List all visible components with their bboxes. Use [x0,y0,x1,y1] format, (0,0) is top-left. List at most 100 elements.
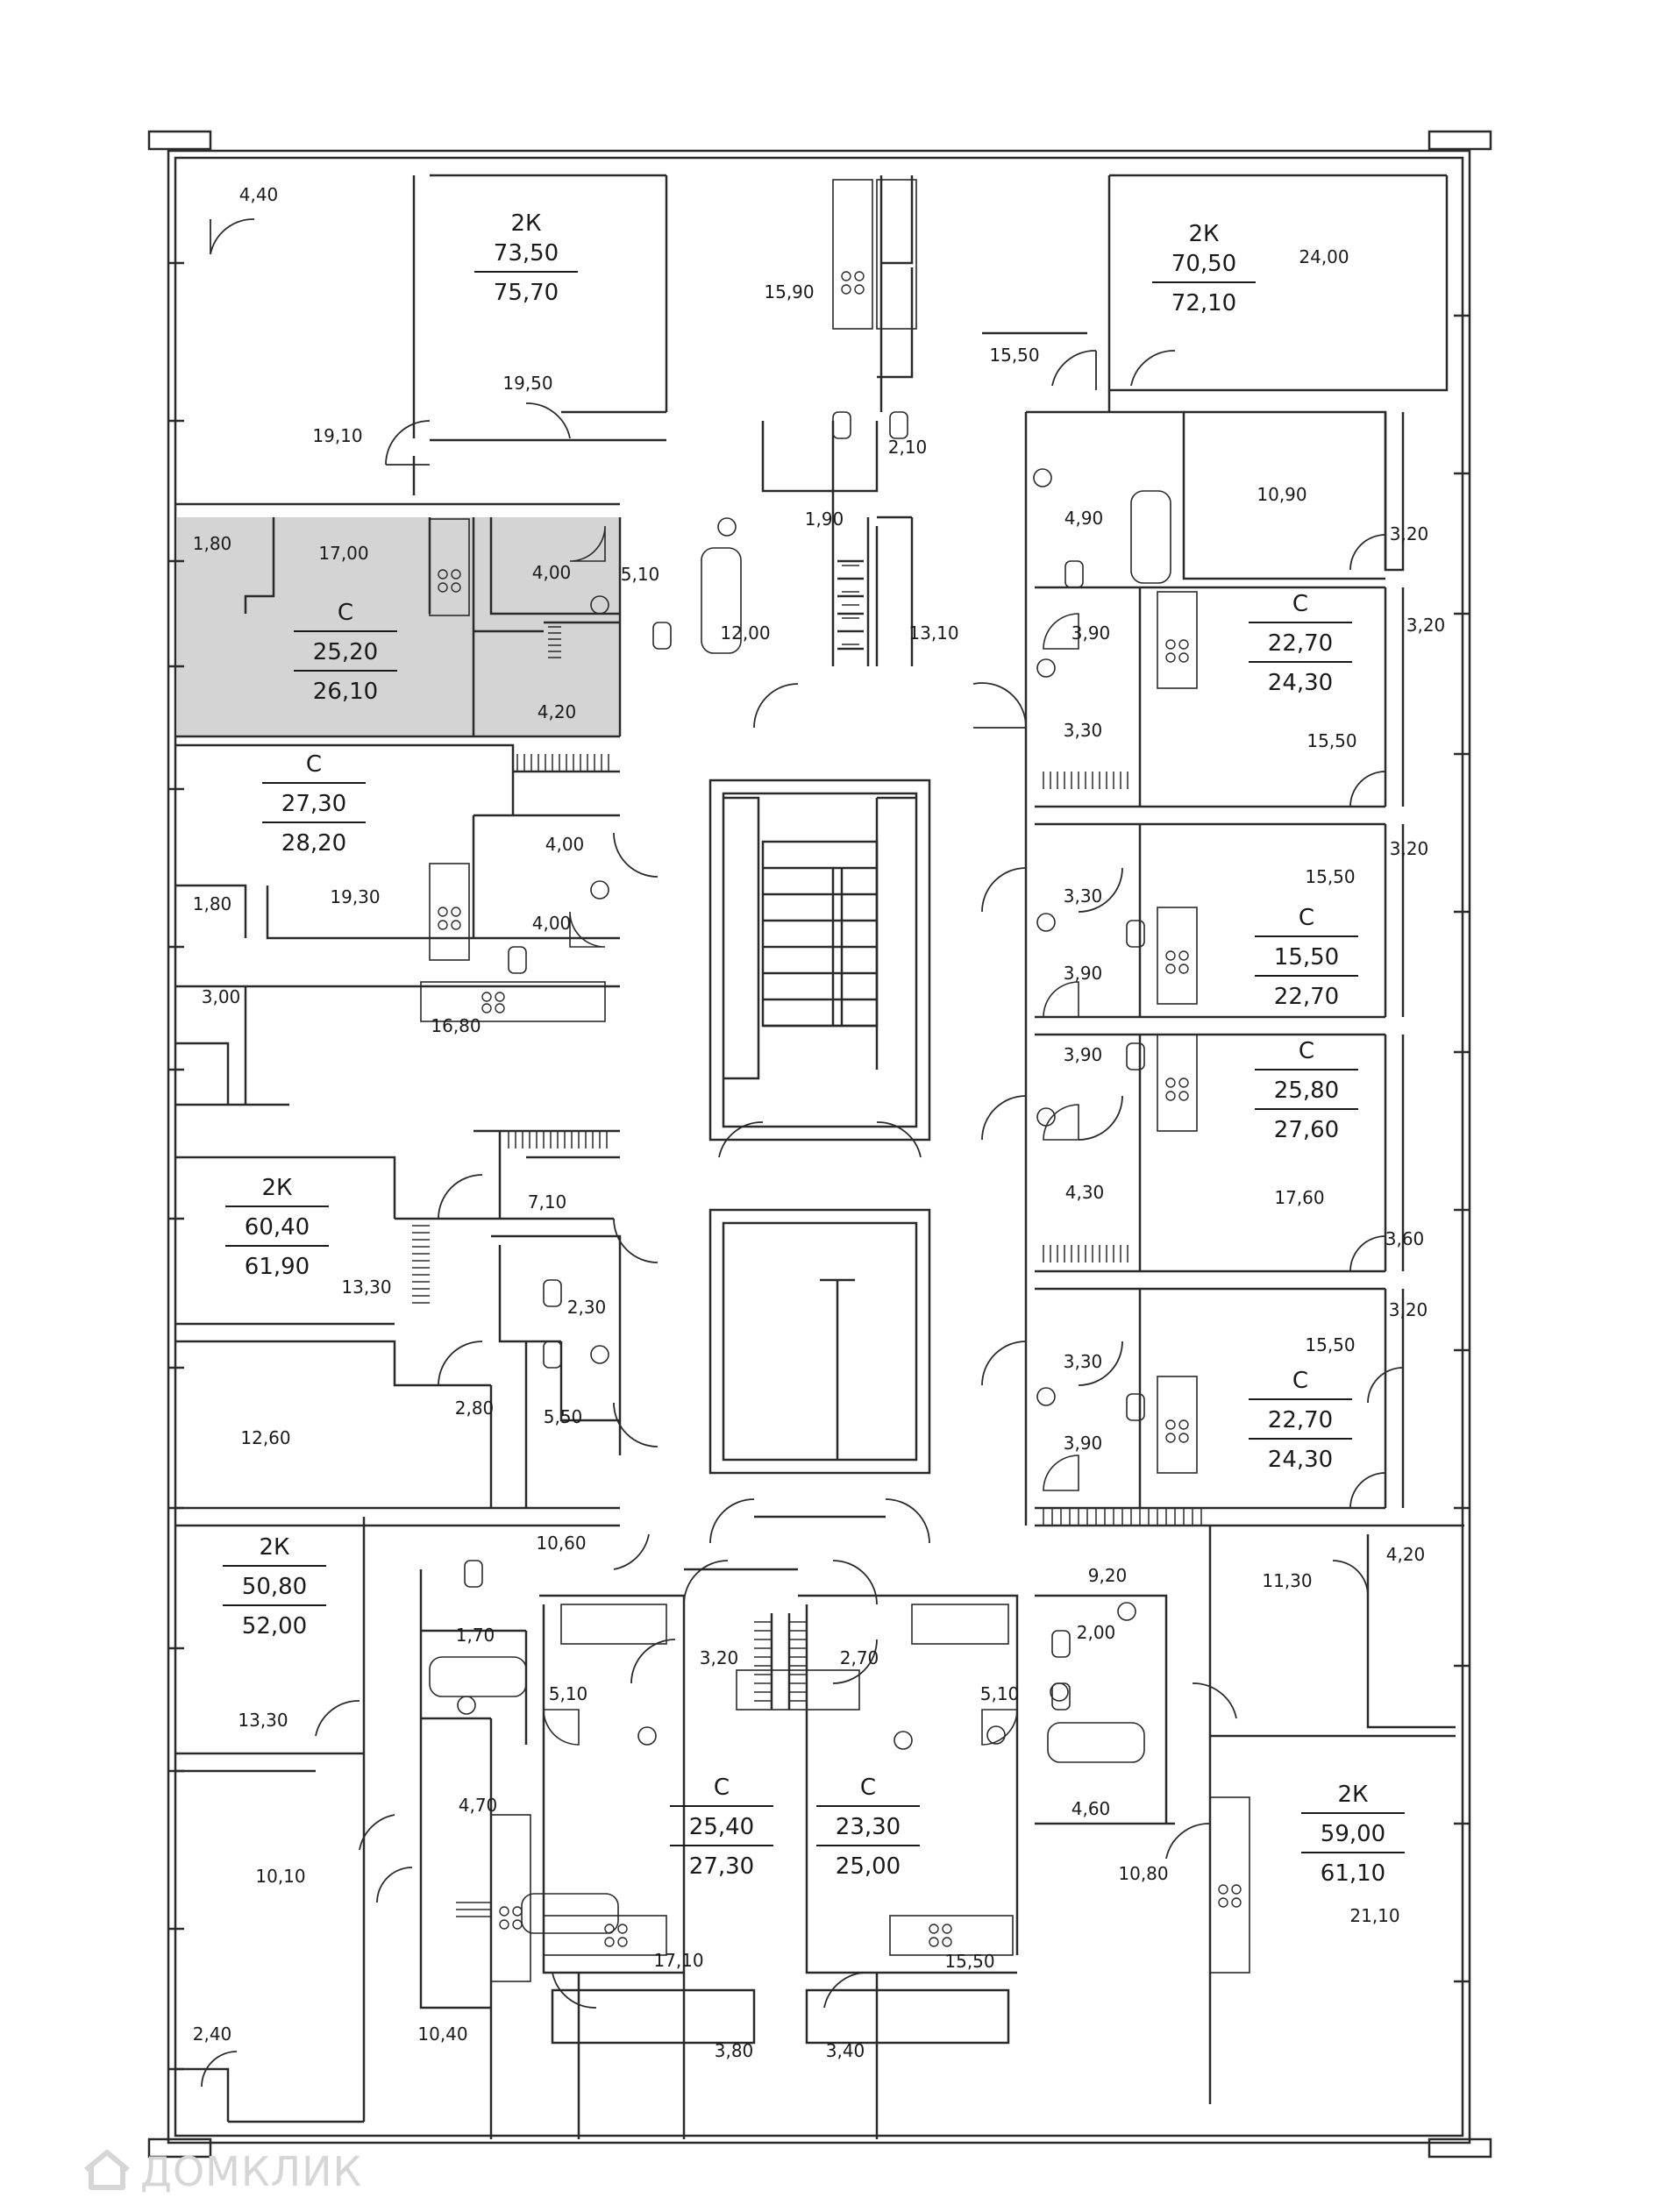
apartment-type: 2К [1188,221,1220,247]
apartment-label[interactable]: С 23,30 25,00 [816,1773,920,1881]
apartment-type: 2К [510,210,542,237]
apartment-total-area: 28,20 [281,830,347,857]
apartment-total-area: 25,00 [835,1853,901,1880]
room-area-label: 10,10 [255,1866,306,1887]
room-area-label: 3,30 [1063,1351,1103,1372]
apartment-total-area: 24,30 [1267,1447,1334,1473]
divider [294,670,397,672]
room-area-label: 5,50 [543,1406,583,1427]
room-area-label: 10,40 [417,2024,468,2045]
apartment-type: С [713,1775,730,1801]
apartment-label[interactable]: С 27,30 28,20 [262,750,366,858]
walls [147,130,1492,2159]
room-area-label: 15,50 [1305,866,1356,887]
apartment-label[interactable]: 2К 70,50 72,10 [1152,219,1256,318]
apartment-label[interactable]: С 25,40 27,30 [670,1773,773,1881]
watermark-text: ДОМКЛИК [140,2148,363,2195]
apartment-living-area: 15,50 [1273,944,1340,971]
apartment-total-area: 26,10 [312,679,379,705]
apartment-type: 2К [259,1534,290,1561]
divider [816,1845,920,1846]
room-area-label: 3,80 [714,2040,754,2061]
divider [1249,1398,1352,1400]
room-area-label: 13,30 [238,1710,288,1731]
apartment-label[interactable]: С 15,50 22,70 [1255,903,1358,1012]
apartment-total-area: 22,70 [1273,984,1340,1010]
apartment-total-area: 61,10 [1320,1860,1386,1887]
divider [1152,281,1256,283]
room-area-label: 4,40 [239,184,279,205]
room-area-label: 3,20 [1388,1299,1428,1320]
apartment-living-area: 23,30 [835,1814,901,1840]
room-area-label: 3,20 [699,1647,739,1668]
room-area-label: 3,90 [1063,963,1103,984]
divider [816,1805,920,1807]
room-area-label: 17,00 [318,543,369,564]
door-swings [201,218,1404,2088]
room-area-label: 4,00 [531,913,572,934]
room-area-label: 11,30 [1262,1570,1313,1591]
room-area-label: 4,20 [537,701,577,722]
room-area-label: 13,10 [908,622,959,644]
balcony-fill [177,519,274,598]
room-area-label: 17,60 [1274,1187,1325,1208]
room-area-label: 19,10 [312,425,363,446]
apartment-label[interactable]: 2К 59,00 61,10 [1301,1780,1405,1888]
apartment-type: С [859,1775,877,1801]
room-area-label: 3,20 [1406,615,1446,636]
apartment-living-area: 22,70 [1267,630,1334,657]
divider [1249,1438,1352,1440]
apartment-label[interactable]: 2К 50,80 52,00 [223,1533,326,1641]
room-area-label: 4,60 [1071,1798,1111,1819]
divider [225,1245,329,1247]
apartment-label[interactable]: 2К 73,50 75,70 [474,209,578,308]
apartment-living-area: 50,80 [241,1574,308,1600]
divider [670,1845,773,1846]
divider [1255,1069,1358,1070]
room-area-label: 2,30 [566,1297,607,1318]
room-area-label: 5,10 [620,564,660,585]
divider [1249,661,1352,663]
apartment-living-area: 59,00 [1320,1821,1386,1847]
apartment-type: С [305,751,323,778]
apartment-living-area: 60,40 [244,1214,310,1241]
room-area-label: 3,00 [201,986,241,1007]
room-area-label: 1,70 [455,1625,495,1646]
apartment-living-area: 25,80 [1273,1078,1340,1104]
room-area-label: 21,10 [1349,1905,1400,1926]
room-area-label: 7,10 [527,1191,567,1213]
divider [1301,1812,1405,1814]
room-area-label: 5,10 [979,1683,1020,1704]
room-area-label: 15,50 [1305,1334,1356,1355]
apartment-total-area: 27,30 [688,1853,755,1880]
divider [670,1805,773,1807]
apartment-total-area: 24,30 [1267,670,1334,696]
room-area-label: 4,30 [1064,1182,1105,1203]
apartment-label[interactable]: С 22,70 24,30 [1249,589,1352,698]
apartment-total-area: 61,90 [244,1254,310,1280]
room-area-label: 3,90 [1071,622,1111,644]
apartment-type: С [1298,905,1315,931]
room-area-label: 2,10 [887,437,928,458]
apartment-living-area: 25,20 [312,639,379,665]
room-area-label: 4,00 [545,834,585,855]
room-area-label: 1,90 [804,509,844,530]
room-area-label: 4,90 [1064,508,1104,529]
divider [1249,622,1352,623]
apartment-label[interactable]: С 22,70 24,30 [1249,1366,1352,1475]
apartment-total-area: 52,00 [241,1613,308,1639]
stove-burners [438,271,1242,1947]
divider [262,821,366,823]
apartment-label[interactable]: С 25,80 27,60 [1255,1036,1358,1145]
room-area-label: 4,70 [458,1795,498,1816]
apartment-type: С [1292,591,1309,617]
room-area-label: 4,20 [1385,1544,1426,1565]
stripe-blocks [412,565,1202,1917]
apartment-label-highlighted[interactable]: С 25,20 26,10 [294,598,397,707]
room-area-label: 19,50 [502,373,553,394]
room-area-label: 17,10 [653,1950,704,1971]
apartment-label[interactable]: 2К 60,40 61,90 [225,1173,329,1282]
apartment-type: 2К [261,1175,293,1201]
room-area-label: 2,70 [839,1647,879,1668]
